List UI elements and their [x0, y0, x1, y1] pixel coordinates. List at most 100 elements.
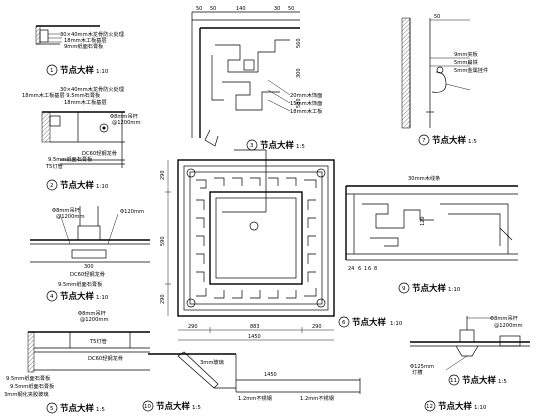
detail-5-note-3: T5灯管	[89, 337, 107, 345]
dim-top-3: 30	[274, 6, 280, 12]
detail-1-note-1: 30×40mm木龙骨防火处理	[60, 30, 125, 38]
detail-7-caption: 节点大样	[432, 135, 467, 146]
detail-2-note-4: DC60轻钢龙骨	[82, 149, 117, 157]
detail-2-title: 2 节点大样 1:10	[46, 179, 109, 191]
detail-2-note-1: 30×40mm木龙骨防火处理	[60, 85, 125, 93]
detail-11-title: 11 节点大样 1:5	[448, 374, 507, 386]
detail-2-note-8: @1200mm	[112, 120, 141, 126]
detail-10-note-2: 1.2mm不锈钢	[238, 394, 272, 402]
detail-3-note-1: 20mm木饰面	[290, 91, 322, 99]
detail-9-dim-0: 24	[348, 266, 354, 272]
detail-4-drawing	[30, 206, 150, 263]
detail-11-note-1: Φ8mm吊杆	[490, 314, 518, 322]
detail-11-note-2: @1200mm	[494, 323, 523, 329]
detail-7-title: 7 节点大样 1:5	[418, 134, 477, 146]
detail-4-note-5: 9.5mm纸面石膏板	[58, 280, 103, 288]
detail-5-title: 5 节点大样 1:5	[46, 402, 105, 414]
detail-4-dim: 300	[84, 264, 94, 270]
detail-10-scale: 1:5	[192, 405, 201, 411]
detail-1-note-2: 18mm木工板基层	[64, 36, 107, 44]
detail-7-note-1: 9mm夹板	[454, 50, 479, 58]
detail-10-drawing	[148, 351, 361, 394]
detail-7-drawing	[401, 17, 471, 129]
detail-7-note-3: 5mm金属挂件	[454, 66, 488, 74]
dim-top-1: 50	[210, 6, 216, 12]
detail-7-dim: 50	[434, 14, 440, 20]
detail-6-title: 6 节点大样 1:10	[338, 316, 403, 328]
detail-2-drawing	[41, 111, 125, 168]
detail-10-note-3: 1.2mm不锈钢	[300, 394, 334, 402]
center-left-dim-0: 290	[160, 170, 166, 180]
dim-top-2: 140	[236, 6, 246, 12]
detail-9-dim-2: 1	[364, 266, 367, 272]
detail-4-note-3: Φ120mm	[120, 209, 144, 215]
detail-7-number: 7	[422, 138, 426, 144]
detail-3-number: 3	[250, 143, 254, 149]
detail-2-note-6: T5灯管	[45, 162, 63, 170]
detail-5-caption: 节点大样	[60, 403, 95, 414]
detail-9-drawing	[345, 185, 518, 261]
detail-10-note-1: 3mm玻璃	[200, 358, 224, 366]
center-bottom-dim-0: 290	[188, 324, 198, 330]
detail-9-dim-1: 6	[358, 266, 361, 272]
detail-1-drawing	[35, 25, 100, 45]
detail-2-scale: 1:10	[96, 184, 109, 190]
center-bottom-dim-1: 883	[250, 324, 260, 330]
detail-6-scale: 1:10	[390, 321, 403, 327]
detail-5-note-1: Φ8mm吊杆	[78, 309, 106, 317]
detail-9-caption: 节点大样	[412, 283, 447, 294]
detail-10-dim: 1450	[264, 372, 277, 378]
detail-11-number: 11	[450, 378, 457, 384]
detail-5-note-7: 3mm钢化夹胶玻璃	[4, 390, 49, 398]
detail-3-dim-3: 580	[296, 98, 302, 108]
dim-top-4: 50	[288, 6, 294, 12]
dim-top-0: 50	[196, 6, 202, 12]
detail-11-scale: 1:5	[498, 379, 507, 385]
center-ceiling-plan	[165, 149, 335, 341]
detail-7-note-2: 5mm扁铁	[454, 58, 478, 66]
detail-2-note-5: 9.5mm纸面石膏板	[48, 155, 93, 163]
detail-3-caption: 节点大样	[260, 140, 295, 151]
detail-2-caption: 节点大样	[60, 180, 95, 191]
detail-6-caption: 节点大样	[352, 317, 387, 328]
detail-11-drawing	[410, 316, 530, 371]
detail-1-caption: 节点大样	[60, 65, 95, 76]
detail-3-note-3: 18mm木工板	[290, 107, 323, 115]
detail-3-dim-2: 300	[296, 68, 302, 78]
detail-6-number: 6	[342, 320, 346, 326]
detail-10-caption: 节点大样	[156, 401, 191, 412]
detail-1-note-3: 9mm纸面石膏板	[64, 42, 104, 50]
detail-9-height: 120	[420, 216, 426, 226]
center-bottom-dim-2: 290	[312, 324, 322, 330]
detail-4-number: 4	[50, 294, 54, 300]
detail-5-note-5: 9.5mm纸面石膏板	[6, 374, 51, 382]
detail-1-scale: 1:10	[96, 69, 109, 75]
detail-4-note-1: Φ8mm吊杆	[52, 206, 80, 214]
detail-9-title: 9 节点大样 1:10	[398, 282, 461, 294]
detail-5-note-4: DC60轻钢龙骨	[88, 354, 123, 362]
detail-5-note-6: 9.5mm纸面石膏板	[10, 382, 55, 390]
detail-9-note: 30mm木线条	[408, 174, 440, 182]
detail-4-scale: 1:10	[96, 295, 109, 301]
detail-12-number: 12	[426, 404, 433, 410]
detail-12-caption: 节点大样	[438, 401, 473, 412]
detail-9-number: 9	[402, 286, 406, 292]
detail-10-number: 10	[144, 404, 151, 410]
detail-7-scale: 1:5	[468, 139, 477, 145]
detail-11-note-4: 灯槽	[412, 368, 422, 376]
detail-3-dim-1: 560	[296, 38, 302, 48]
detail-4-note-4: DC60轻钢龙骨	[70, 270, 105, 278]
detail-12-scale: 1:10	[474, 405, 487, 411]
detail-5-number: 5	[50, 406, 54, 412]
detail-4-note-2: @1200mm	[56, 214, 85, 220]
detail-2-note-2: 18mm木工板基层 9.5mm石膏板	[22, 91, 101, 99]
center-left-dim-2: 290	[160, 294, 166, 304]
detail-9-dim-4: 8	[374, 266, 377, 272]
detail-2-number: 2	[50, 183, 54, 189]
detail-4-caption: 节点大样	[60, 291, 95, 302]
detail-2-note-3: 18mm木工板基层	[64, 98, 107, 106]
detail-1-title: 1 节点大样 1:10	[46, 64, 109, 76]
center-total-dim: 1450	[248, 334, 261, 340]
detail-11-note-3: Φ125mm	[410, 364, 434, 370]
